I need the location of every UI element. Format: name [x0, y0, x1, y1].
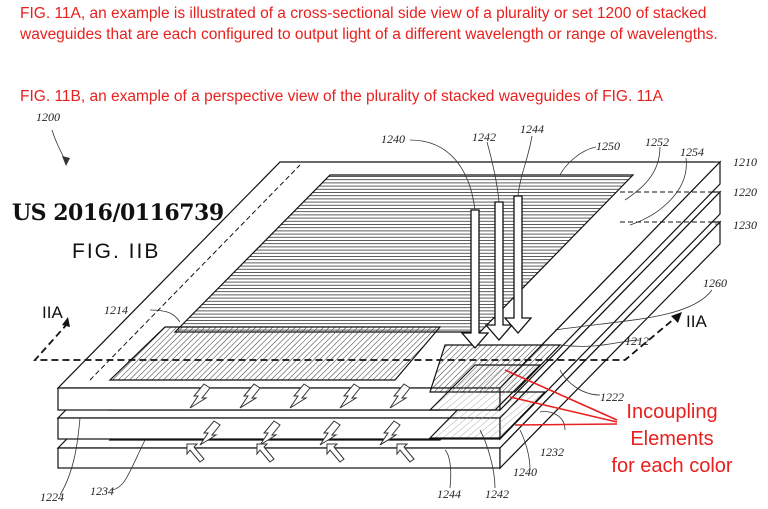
- ref-1220: 1220: [733, 185, 757, 199]
- section-line-iia: [32, 317, 676, 361]
- patent-number: US 2016/0116739: [12, 200, 224, 226]
- incoupling-pointer-lines: [504, 369, 618, 426]
- caption-fig-11b: FIG. 11B, an example of a perspective vi…: [20, 88, 664, 105]
- caption-fig-11a: FIG. 11A, an example is illustrated of a…: [20, 5, 718, 43]
- ref-1212: 1212: [625, 334, 649, 348]
- arrow-1244: [503, 195, 533, 334]
- arrow-1240: [460, 209, 490, 349]
- ref-1250: 1250: [596, 139, 620, 153]
- ref-1240-top: 1240: [381, 132, 405, 146]
- ref-1222: 1222: [600, 390, 624, 404]
- annotation-line-2: Elements: [630, 428, 714, 450]
- ref-1252: 1252: [645, 135, 669, 149]
- ref-1254: 1254: [680, 145, 704, 159]
- ref-1240-bottom: 1240: [513, 465, 537, 479]
- outcoupled-light-arrows: [186, 383, 415, 463]
- arrow-1242: [484, 201, 514, 341]
- section-label-right: IIA: [686, 312, 707, 331]
- input-light-arrows: [460, 195, 533, 349]
- section-label-left: IIA: [42, 303, 63, 322]
- ref-1210: 1210: [733, 155, 757, 169]
- ref-1230: 1230: [733, 218, 757, 232]
- ref-1244-top: 1244: [520, 122, 544, 136]
- ref-1232: 1232: [540, 445, 564, 459]
- ref-1214: 1214: [104, 303, 128, 317]
- ref-1242-top: 1242: [472, 130, 496, 144]
- ref-1242-bottom: 1242: [485, 487, 509, 501]
- ref-1244-bottom: 1244: [437, 487, 461, 501]
- annotation-line-3: for each color: [611, 455, 733, 477]
- figure-label: FIG. IIB: [72, 240, 161, 263]
- ref-1234: 1234: [90, 484, 114, 498]
- ref-1260: 1260: [703, 276, 727, 290]
- annotation-line-1: Incoupling: [626, 401, 718, 423]
- ref-1200: 1200: [36, 110, 60, 124]
- ref-1224: 1224: [40, 490, 64, 504]
